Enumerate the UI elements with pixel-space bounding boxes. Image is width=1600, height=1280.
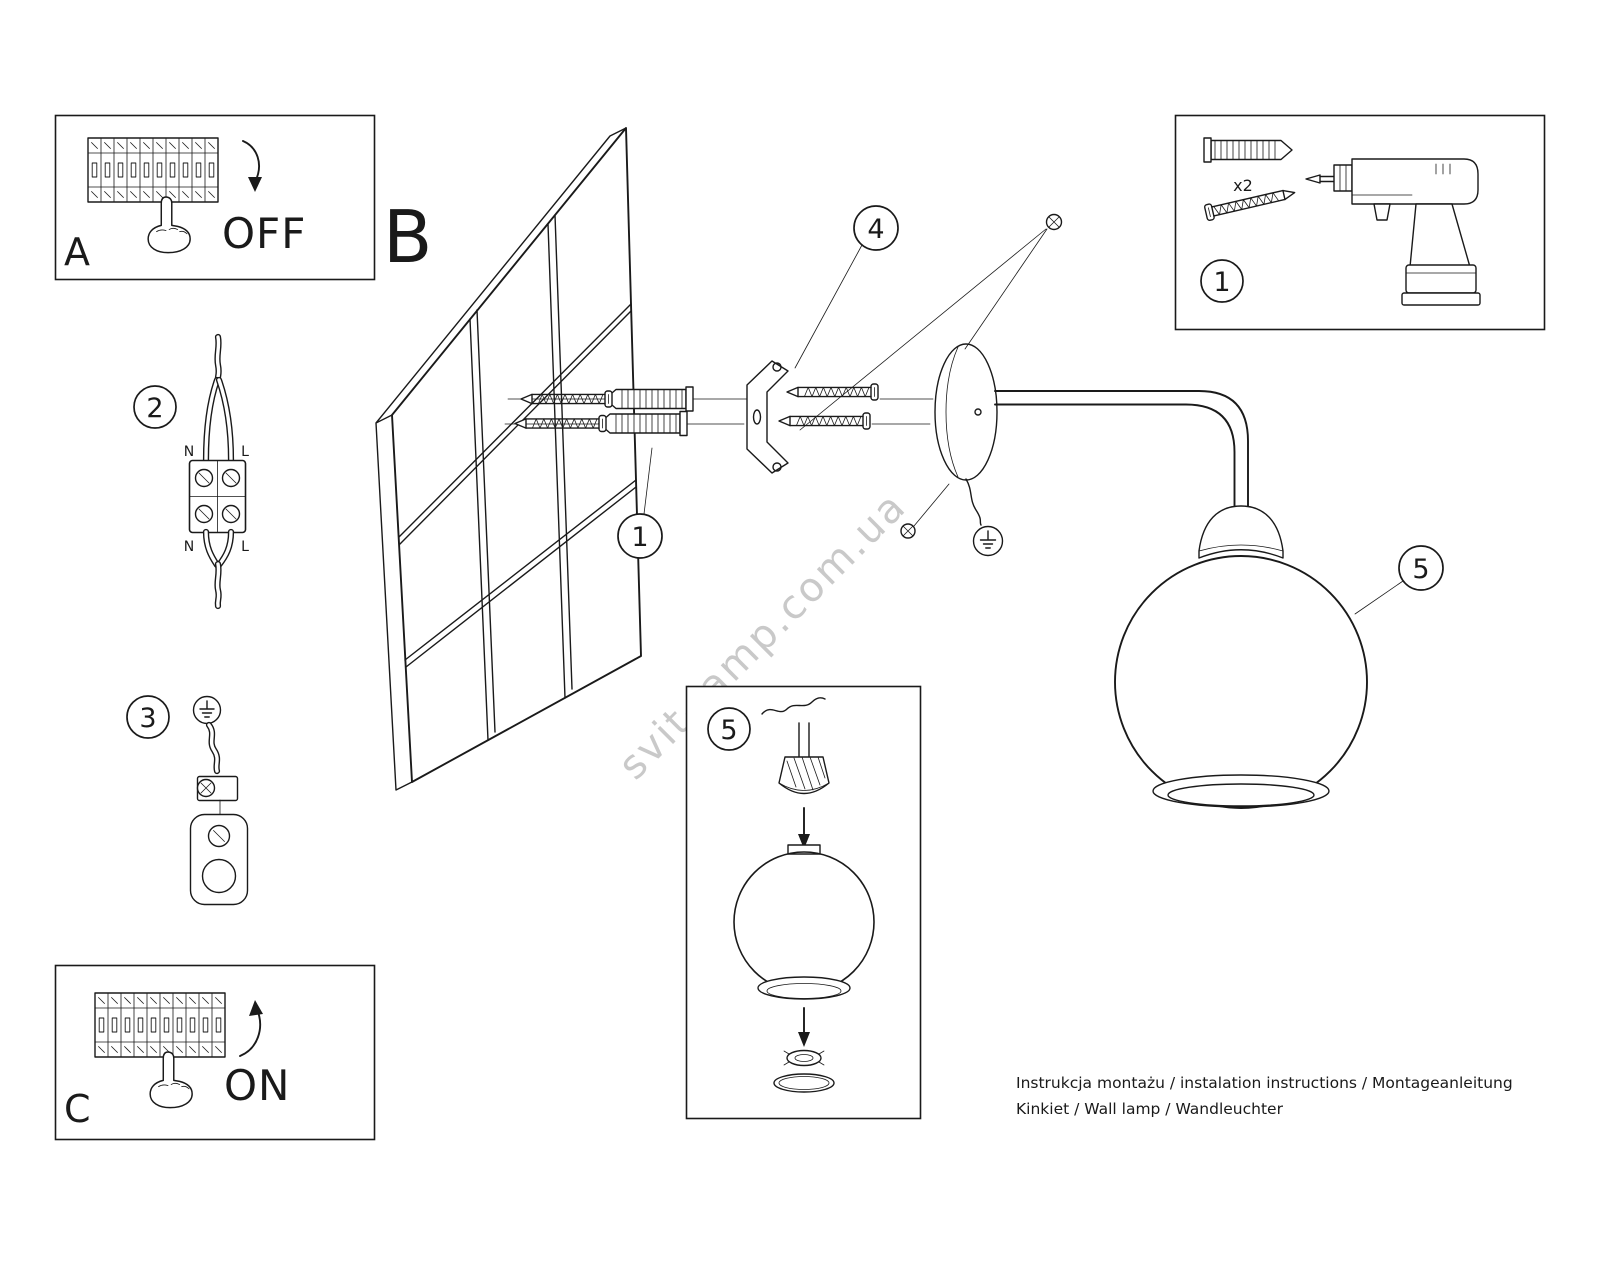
wire-label-neutral-top: N [184,444,194,460]
callout-step2-number: 2 [146,393,163,424]
on-label: ON [224,1061,290,1110]
earth-symbol-step3 [192,695,222,725]
trim-ring [773,1073,835,1093]
footer-line1: Instrukcja montażu / instalation instruc… [1016,1074,1513,1092]
callout-parts-step1-number: 1 [1213,267,1230,298]
wall-panel-rows [398,303,637,668]
ground-terminal-clamp [196,775,239,815]
assembly-arrow-2 [798,1007,810,1047]
breaker-panel-c [94,992,226,1058]
dowel-qty-label: x2 [1233,176,1253,195]
screw-upper-right [786,383,879,401]
assembly-arrow-1 [798,807,810,849]
off-arrow [242,140,262,192]
drill-battery-base [1401,292,1481,306]
socket-holder [778,756,830,795]
screw-lower-left [514,414,607,433]
drill-chuck [1333,164,1353,192]
on-arrow [239,1000,263,1057]
canopy-center-screw [974,408,982,416]
terminal-block [188,459,247,534]
wire-label-live-top: L [241,444,249,460]
parts-wall-plug [1203,137,1293,163]
off-label: OFF [222,209,306,258]
wall-plug-upper [604,386,694,412]
section-c-label: C [64,1087,91,1131]
wall-plug-lower [598,410,688,437]
step2-wiring-diagram: 2 N L N L [133,333,249,610]
callout-parts-step1 [1200,259,1244,303]
callout-step4-number: 4 [867,214,884,245]
sphere-collar [787,844,821,855]
callout-step5 [1398,545,1444,591]
footer-text-block: Instrukcja montażu / instalation instruc… [1016,1074,1513,1118]
shade-holder-cup [1198,505,1284,559]
callout-step1 [617,513,663,559]
wall-perspective [375,127,642,791]
callout1-leader [643,447,653,515]
callout4-leader [794,244,863,369]
drill-body [1351,158,1479,205]
wall-lamp [900,343,1368,809]
ground-connection [900,478,1004,557]
power-off-box: A OFF [54,114,376,281]
callout-step3 [126,695,170,739]
callout-step5-number: 5 [1412,554,1429,585]
callout-step2 [133,385,177,429]
callout-step3-number: 3 [139,703,156,734]
lamp-cord [761,697,826,715]
callout-step4 [853,205,899,251]
drill-bit [1305,174,1321,184]
power-on-box: C ON [54,964,376,1141]
retaining-ring [783,1049,825,1067]
lamp-arm [994,390,1249,509]
parts-box: x2 1 [1174,114,1546,331]
shade-assembly-box: 5 [685,685,922,1120]
section-b-label: B [383,195,432,279]
canopy-fixing-screw [799,213,1063,431]
section-a-label: A [64,230,90,274]
bracket-plate-with-hole [189,813,249,906]
fixing-hardware [504,360,934,474]
sphere-rim-exploded [757,976,851,1000]
ground-screw-leader [913,483,950,527]
wall-thickness-edge [375,127,627,791]
socket-stem [798,722,810,758]
shade-bottom-rim [1152,774,1330,808]
callout-shade-step5 [707,707,751,751]
footer-line2: Kinkiet / Wall lamp / Wandleuchter [1016,1100,1284,1118]
mounting-bracket [746,360,789,474]
earth-symbol [972,525,1004,557]
ground-wire [965,478,982,526]
callout-shade-step5-number: 5 [720,715,737,746]
callouts: 1 4 5 [617,205,1444,615]
breaker-panel-a [87,137,219,203]
canopy-depth-line [945,346,959,478]
drill-trigger [1373,203,1391,221]
callout5-leader [1354,580,1404,615]
lamp-canopy [934,343,998,481]
glass-sphere-shade [1114,555,1368,809]
step3-ground-diagram: 3 [126,695,249,906]
callout-step1-number: 1 [631,522,648,553]
wire-label-live-bottom: L [241,539,249,555]
wall-panel-columns [469,214,573,741]
wire-label-neutral-bottom: N [184,539,194,555]
screw-lower-right [778,412,871,430]
drill [1305,158,1481,306]
drill-battery [1405,264,1477,294]
